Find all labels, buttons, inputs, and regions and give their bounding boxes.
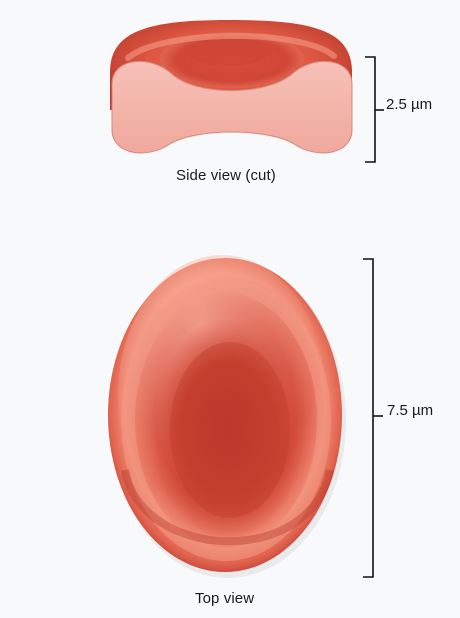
top-view-caption: Top view xyxy=(195,590,254,607)
top-view-cell xyxy=(108,255,346,578)
top-dimension-label: 7.5 µm xyxy=(387,402,433,419)
side-dimension-label: 2.5 µm xyxy=(386,96,432,113)
side-dimension-bracket xyxy=(365,57,384,162)
top-dimension-bracket xyxy=(363,259,383,577)
side-view-caption: Side view (cut) xyxy=(176,167,276,184)
side-view-cell xyxy=(110,20,352,153)
